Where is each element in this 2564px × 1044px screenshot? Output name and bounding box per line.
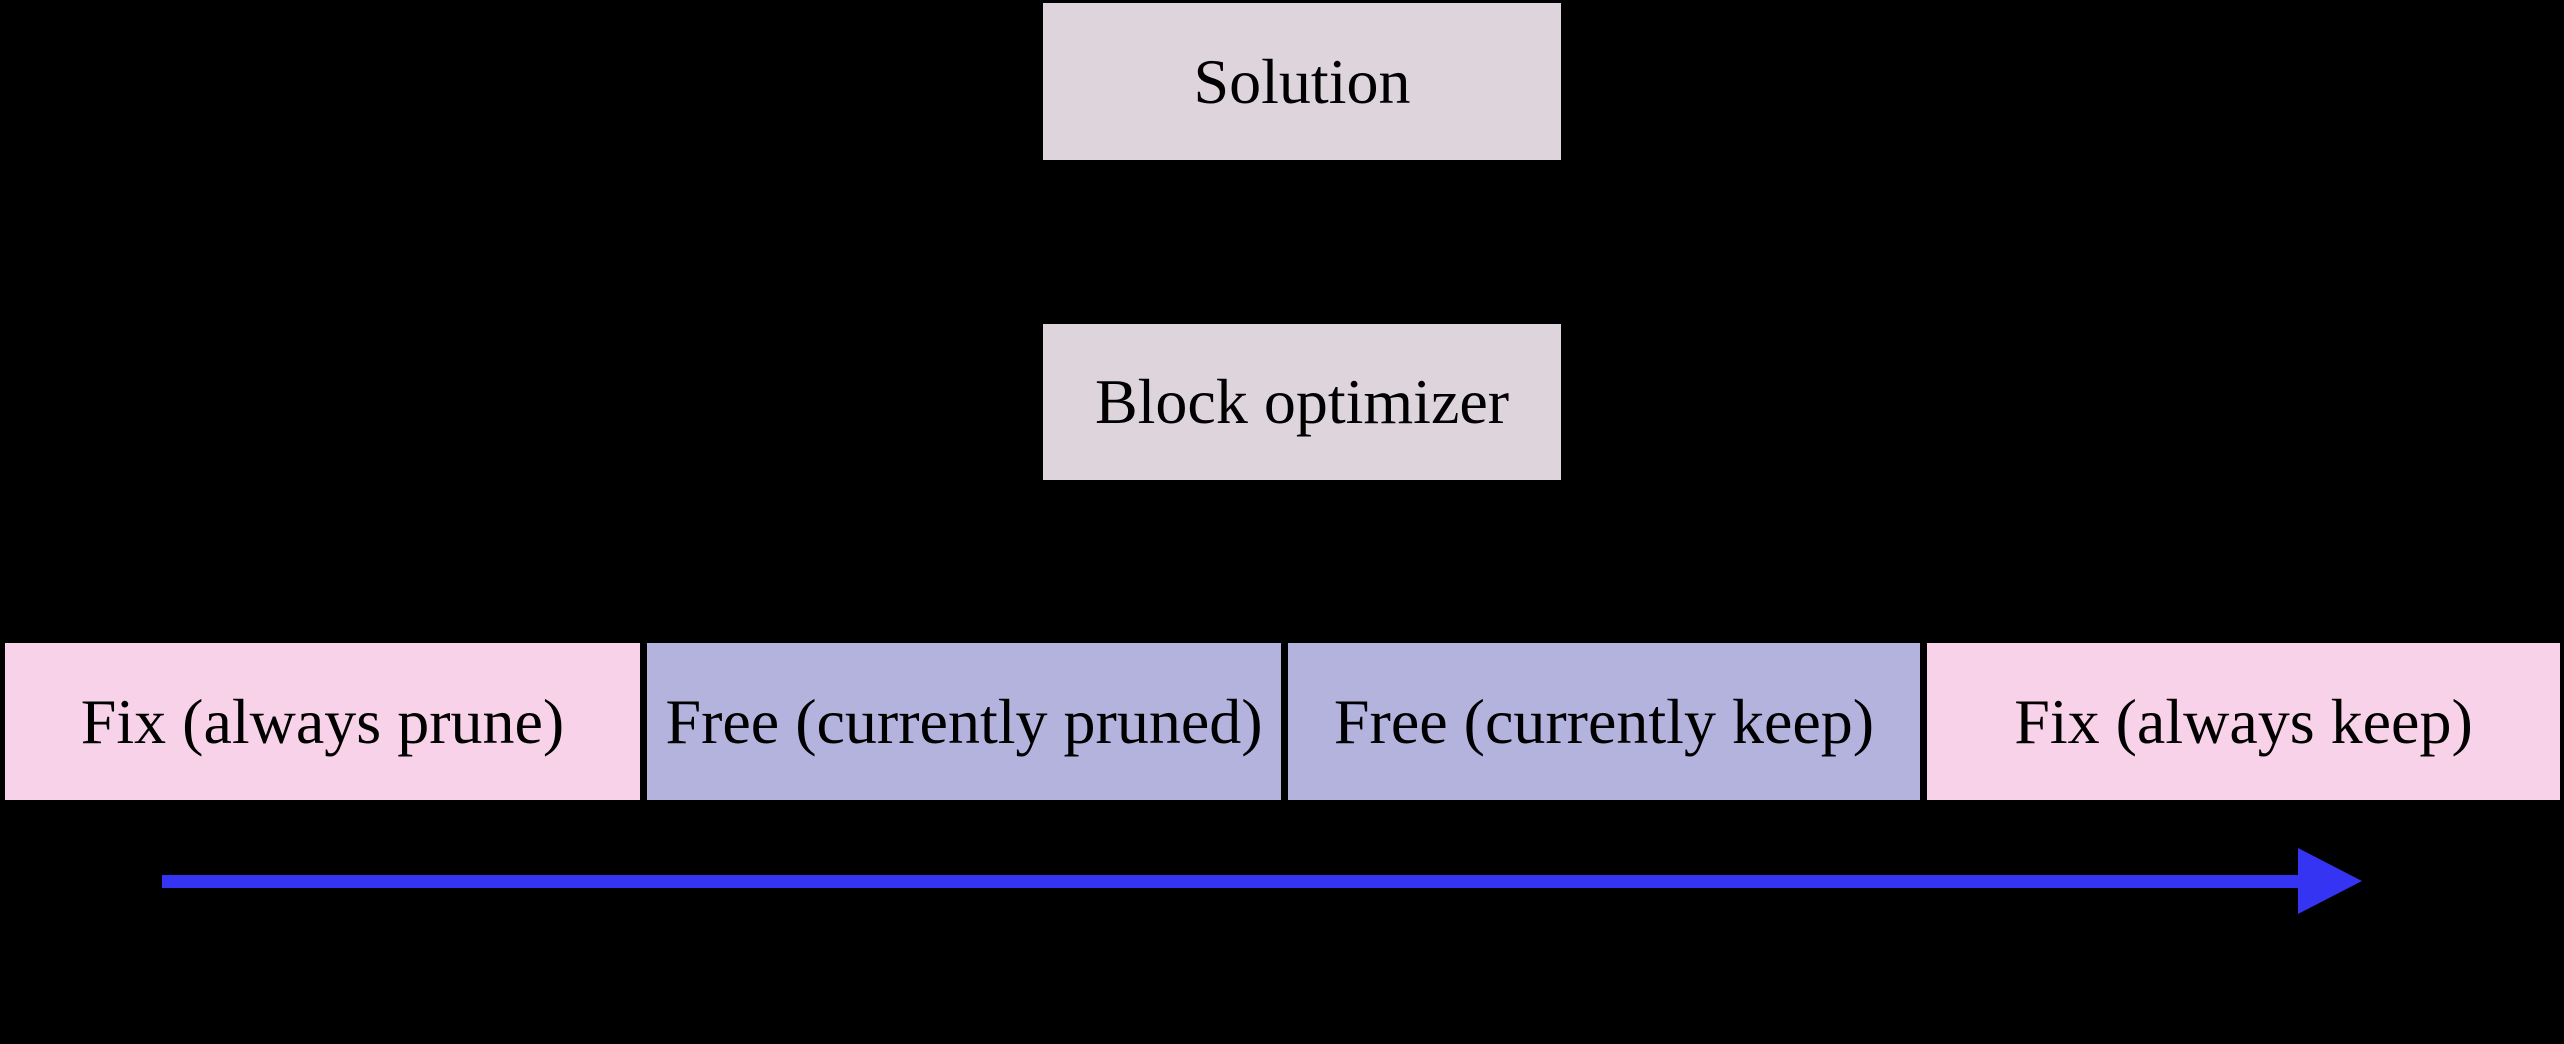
segment-fix-always-prune: Fix (always prune) [5, 643, 640, 800]
direction-arrow-shaft [162, 875, 2302, 888]
pruning-range-bar: Fix (always prune) Free (currently prune… [5, 643, 2560, 800]
block-optimizer-node: Block optimizer [1043, 324, 1561, 480]
block-optimizer-node-label: Block optimizer [1094, 366, 1510, 437]
segment-fix-always-keep: Fix (always keep) [1927, 643, 2560, 800]
segment-free-currently-keep: Free (currently keep) [1288, 643, 1920, 800]
solution-node-label: Solution [1193, 45, 1411, 117]
direction-arrow-head-icon [2298, 848, 2362, 914]
segment-fix-always-prune-label: Fix (always prune) [80, 685, 565, 757]
segment-free-currently-pruned-label: Free (currently pruned) [665, 685, 1263, 757]
segment-fix-always-keep-label: Fix (always keep) [2014, 685, 2473, 757]
solution-node: Solution [1043, 3, 1561, 160]
segment-free-currently-pruned: Free (currently pruned) [647, 643, 1281, 800]
segment-free-currently-keep-label: Free (currently keep) [1333, 685, 1875, 757]
